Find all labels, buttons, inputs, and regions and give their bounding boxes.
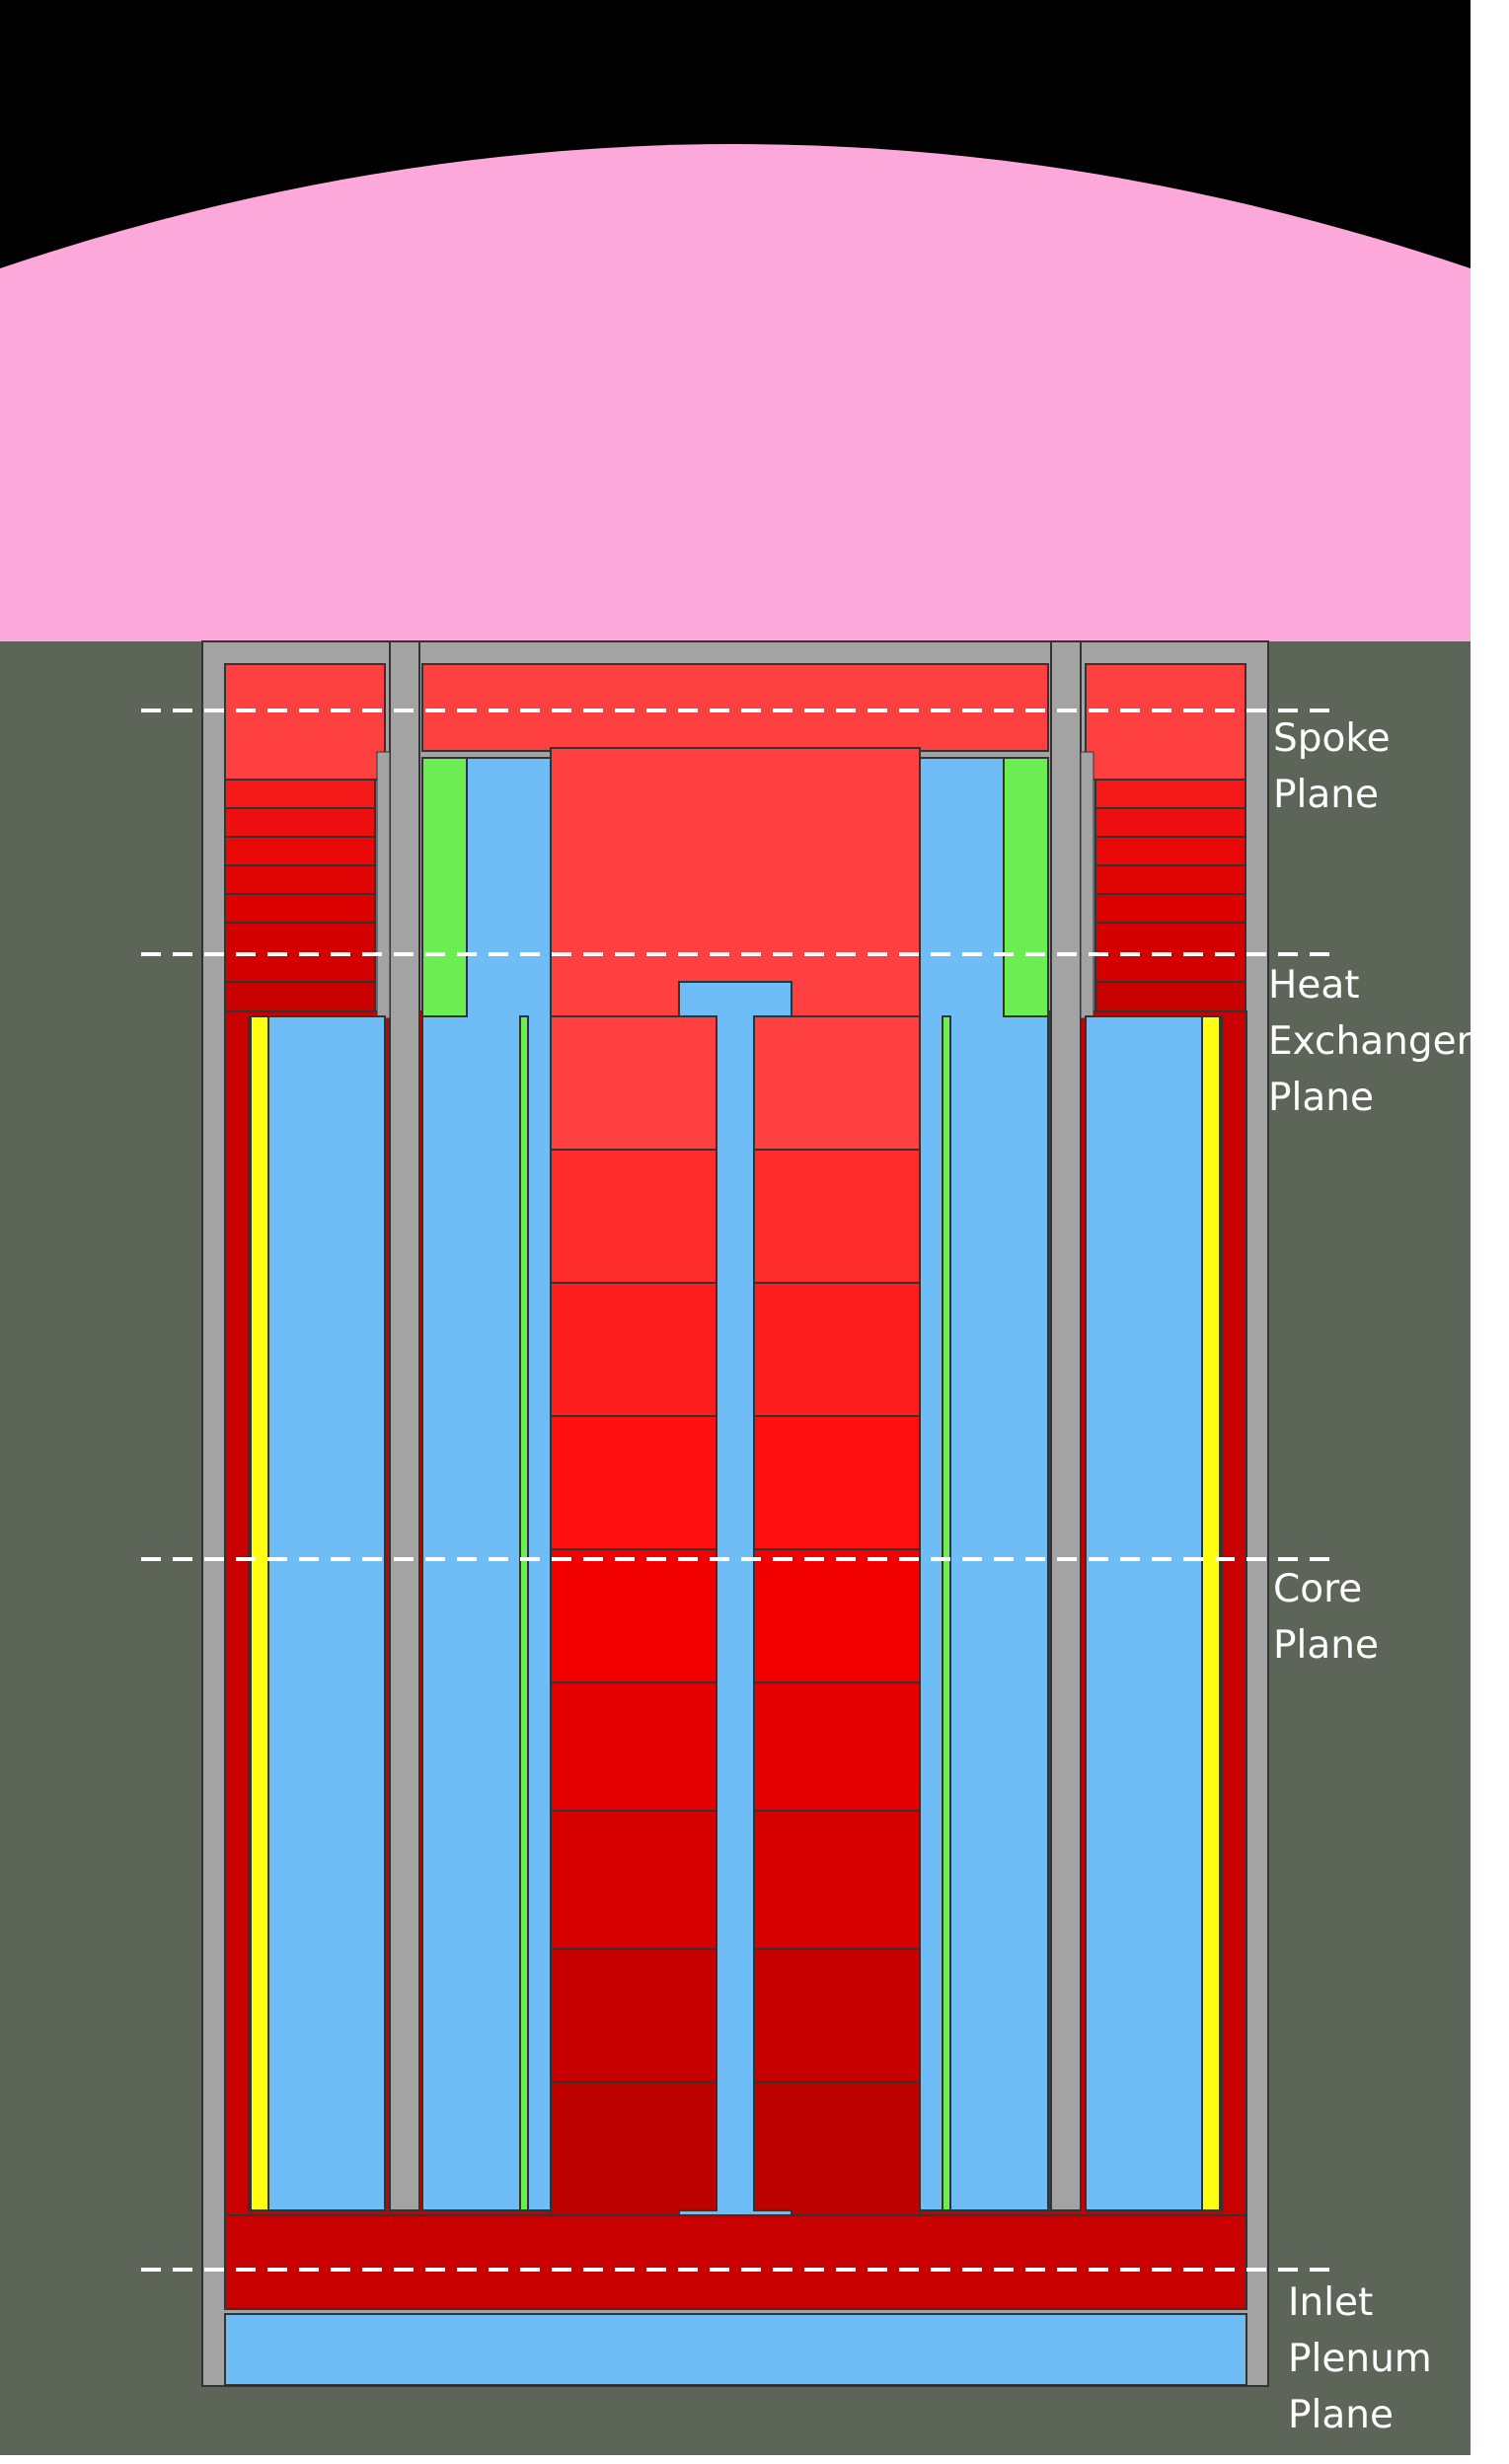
right-step-wall <box>1080 751 1094 1019</box>
left-step-wall <box>376 751 391 1019</box>
spoke-plane-label: Spoke Plane <box>1273 710 1391 823</box>
right-downcomer-coolant <box>1085 1015 1223 2211</box>
inlet-plenum-coolant <box>224 2313 1247 2386</box>
heat-exchanger-plane-label-line-1: Heat <box>1268 963 1360 1008</box>
core-plane-label-line-1: Core <box>1273 1567 1363 1611</box>
inlet-plenum-plane-label-line-3: Plane <box>1288 2393 1394 2437</box>
heat-exchanger-plane-label-line-3: Plane <box>1268 1076 1374 1120</box>
right-reflector <box>1201 1015 1221 2211</box>
core-plane-label: Core Plane <box>1273 1561 1379 1674</box>
right-inner-wall <box>1050 640 1082 2211</box>
right-spoke-region <box>1085 663 1246 1012</box>
upper-plenum <box>421 663 1049 752</box>
right-heat-exchanger <box>1003 757 1049 1017</box>
spoke-plane-label-line-2: Plane <box>1273 773 1379 817</box>
left-spoke-region <box>224 663 386 1012</box>
heat-exchanger-plane-label-line-2: Exchanger <box>1268 1019 1472 1064</box>
core-plane-label-line-2: Plane <box>1273 1623 1379 1668</box>
cover-gas-dome <box>0 144 1471 643</box>
inlet-plenum-plane-label-line-2: Plenum <box>1288 2337 1432 2381</box>
heat-exchanger-plane-label: Heat Exchanger Plane <box>1268 957 1472 1126</box>
left-heat-exchanger <box>421 757 468 1017</box>
left-reflector <box>250 1015 269 2211</box>
lower-plenum-red <box>224 2214 1247 2310</box>
inlet-plenum-plane-label: Inlet Plenum Plane <box>1288 2275 1432 2443</box>
left-thin-tube <box>519 1015 529 2211</box>
chimney-top <box>550 747 921 1017</box>
left-downcomer-coolant <box>248 1015 386 2211</box>
inlet-plenum-plane-label-line-1: Inlet <box>1288 2280 1374 2325</box>
left-inner-wall <box>389 640 420 2211</box>
plane-guide-lines <box>141 709 1337 2272</box>
core-blocks <box>550 1015 921 2216</box>
right-thin-tube <box>942 1015 951 2211</box>
spoke-plane-label-line-1: Spoke <box>1273 716 1391 761</box>
